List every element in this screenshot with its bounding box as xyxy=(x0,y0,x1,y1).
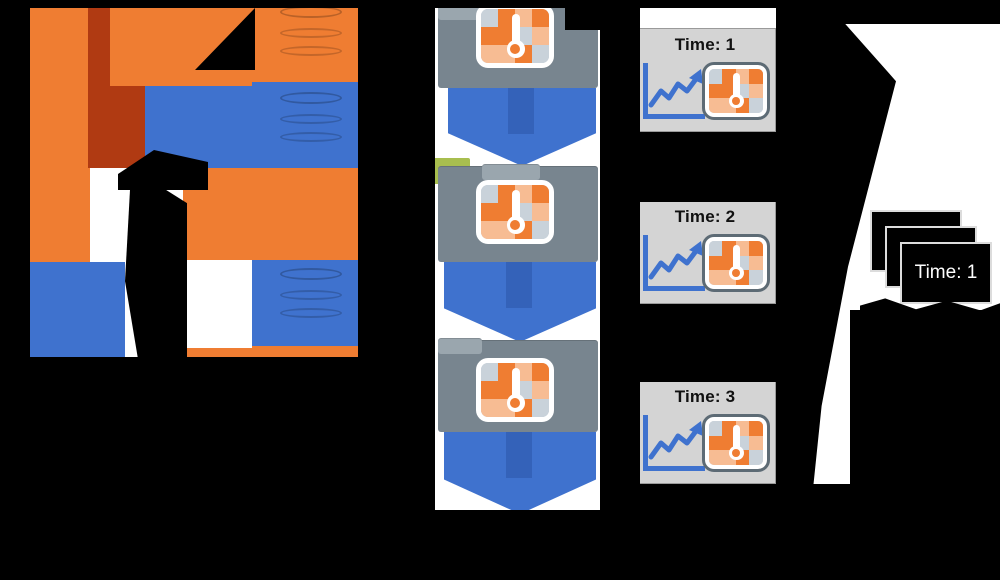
time-output-card[interactable]: Time: 1 xyxy=(634,28,776,132)
down-chevron-arrow-icon xyxy=(448,88,596,166)
stacked-card-front[interactable]: Time: 1 xyxy=(900,242,992,304)
time-card-title: Time: 1 xyxy=(674,35,736,54)
pipeline-step-tab xyxy=(438,338,482,354)
database-cylinder-icon xyxy=(280,268,342,340)
time-card-title: Time: 3 xyxy=(674,387,736,406)
source-blue-slab xyxy=(30,262,125,357)
time-output-card[interactable]: Time: 2 xyxy=(634,200,776,304)
stacked-result-cards: Time: 1 xyxy=(870,210,1000,310)
down-chevron-arrow-icon xyxy=(444,262,596,342)
database-cylinder-icon xyxy=(280,92,342,164)
source-orange-slab xyxy=(30,8,90,270)
down-chevron-arrow-icon xyxy=(444,432,596,514)
thermometer-heatmap-icon xyxy=(701,414,771,472)
line-chart-up-icon xyxy=(643,415,705,471)
thermometer-heatmap-icon xyxy=(701,234,771,292)
database-cylinder-icon xyxy=(280,6,342,78)
thermometer-heatmap-icon xyxy=(476,358,554,422)
line-chart-up-icon xyxy=(643,235,705,291)
time-output-card[interactable]: Time: 3 xyxy=(634,380,776,484)
thermometer-heatmap-icon xyxy=(701,62,771,120)
time-card-title: Time: 2 xyxy=(674,207,736,226)
stacked-card-label: Time: 1 xyxy=(914,262,978,283)
line-chart-up-icon xyxy=(643,63,705,119)
pipeline-step-tab xyxy=(482,164,540,180)
thermometer-heatmap-icon xyxy=(476,180,554,244)
thermometer-heatmap-icon xyxy=(476,4,554,68)
processing-pipeline-column xyxy=(426,0,605,520)
